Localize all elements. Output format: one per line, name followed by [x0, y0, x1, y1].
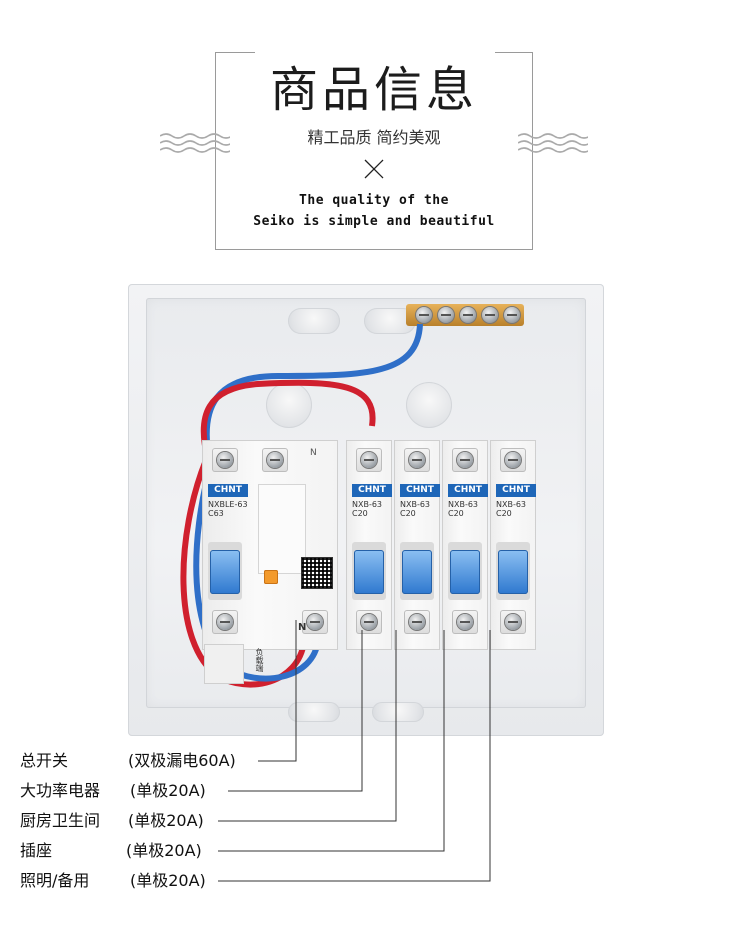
terminal-screw-icon — [409, 452, 425, 468]
terminal-screw-icon — [409, 614, 425, 630]
main-breaker-model-text: NXBLE-63 — [208, 500, 248, 509]
brand-logo: CHNT — [352, 484, 392, 497]
knockout-right — [406, 382, 452, 428]
terminal-screw-icon — [307, 614, 323, 630]
busbar-screw-icon — [504, 307, 520, 323]
branch-breaker-toggle[interactable] — [354, 550, 384, 594]
rcd-info-panel — [258, 484, 306, 574]
main-rcd-breaker: N CHNT NXBLE-63 C63 — [202, 440, 338, 650]
legend-spec-main-switch: (双极漏电60A) — [128, 751, 236, 770]
wave-ornament-left-icon — [160, 133, 230, 153]
rcd-lower-housing — [204, 644, 244, 684]
brand-logo: CHNT — [208, 484, 248, 497]
branch-model-text: NXB-63 — [352, 500, 383, 509]
branch-breaker-toggle[interactable] — [498, 550, 528, 594]
main-breaker-model: NXBLE-63 C63 — [208, 500, 248, 518]
branch-rating-text: C20 — [352, 509, 368, 518]
legend-label-lighting: 照明/备用 — [20, 871, 90, 890]
neutral-pole-label: N — [310, 448, 317, 458]
legend-label-sockets: 插座 — [20, 841, 53, 860]
branch-rating-text: C20 — [448, 509, 464, 518]
terminal-screw-icon — [361, 452, 377, 468]
terminal-screw-icon — [457, 452, 473, 468]
english-tagline-1: The quality of the — [299, 193, 449, 208]
brand-logo: CHNT — [448, 484, 488, 497]
neutral-mark: N — [298, 622, 307, 633]
page-subtitle: 精工品质 简约美观 — [307, 128, 441, 147]
terminal-screw-icon — [505, 452, 521, 468]
header-frame-gap — [255, 46, 495, 58]
legend-label-kitchen-bath: 厨房卫生间 — [20, 811, 101, 830]
branch-breaker-toggle[interactable] — [450, 550, 480, 594]
branch-model-text: NXB-63 — [448, 500, 479, 509]
knockout-left — [266, 382, 312, 428]
rcd-test-button[interactable] — [264, 570, 278, 584]
knockout-top-1 — [288, 308, 340, 334]
branch-breaker-model: NXB-63 C20 — [352, 500, 382, 518]
knockout-bottom-2 — [372, 702, 424, 722]
branch-breaker-3: CHNT NXB-63 C20 — [442, 440, 488, 650]
busbar-screw-icon — [416, 307, 432, 323]
terminal-screw-icon — [505, 614, 521, 630]
branch-breaker-model: NXB-63 C20 — [448, 500, 478, 518]
branch-breaker-model: NXB-63 C20 — [496, 500, 526, 518]
branch-breaker-model: NXB-63 C20 — [400, 500, 430, 518]
branch-model-text: NXB-63 — [496, 500, 527, 509]
header-frame — [215, 52, 533, 250]
legend-spec-high-power: (单极20A) — [130, 781, 206, 800]
cross-icon — [364, 159, 384, 179]
legend-spec-lighting: (单极20A) — [130, 871, 206, 890]
terminal-screw-icon — [457, 614, 473, 630]
distribution-box: N CHNT NXBLE-63 C63 负载端 CHNT NXB-63 C20 — [128, 284, 604, 736]
legend-spec-kitchen-bath: (单极20A) — [128, 811, 204, 830]
branch-model-text: NXB-63 — [400, 500, 431, 509]
qr-code-icon — [302, 558, 332, 588]
branch-breaker-2: CHNT NXB-63 C20 — [394, 440, 440, 650]
wave-ornament-right-icon — [518, 133, 588, 153]
branch-breaker-4: CHNT NXB-63 C20 — [490, 440, 536, 650]
brand-logo: CHNT — [496, 484, 536, 497]
load-side-label: 负载端 — [255, 648, 264, 672]
branch-breaker-1: CHNT NXB-63 C20 — [346, 440, 392, 650]
legend-label-high-power: 大功率电器 — [20, 781, 101, 800]
branch-rating-text: C20 — [496, 509, 512, 518]
terminal-screw-icon — [361, 614, 377, 630]
terminal-screw-icon — [217, 614, 233, 630]
branch-breaker-toggle[interactable] — [402, 550, 432, 594]
page-title: 商品信息 — [269, 62, 478, 118]
main-breaker-toggle[interactable] — [210, 550, 240, 594]
english-tagline-2: Seiko is simple and beautiful — [253, 214, 495, 229]
busbar-screw-icon — [460, 307, 476, 323]
brand-logo: CHNT — [400, 484, 440, 497]
legend-label-main-switch: 总开关 — [20, 751, 69, 770]
terminal-screw-icon — [267, 452, 283, 468]
knockout-bottom-1 — [288, 702, 340, 722]
busbar-screw-icon — [482, 307, 498, 323]
branch-rating-text: C20 — [400, 509, 416, 518]
terminal-screw-icon — [217, 452, 233, 468]
busbar-screw-icon — [438, 307, 454, 323]
main-breaker-rating-text: C63 — [208, 509, 224, 518]
legend-spec-sockets: (单极20A) — [126, 841, 202, 860]
